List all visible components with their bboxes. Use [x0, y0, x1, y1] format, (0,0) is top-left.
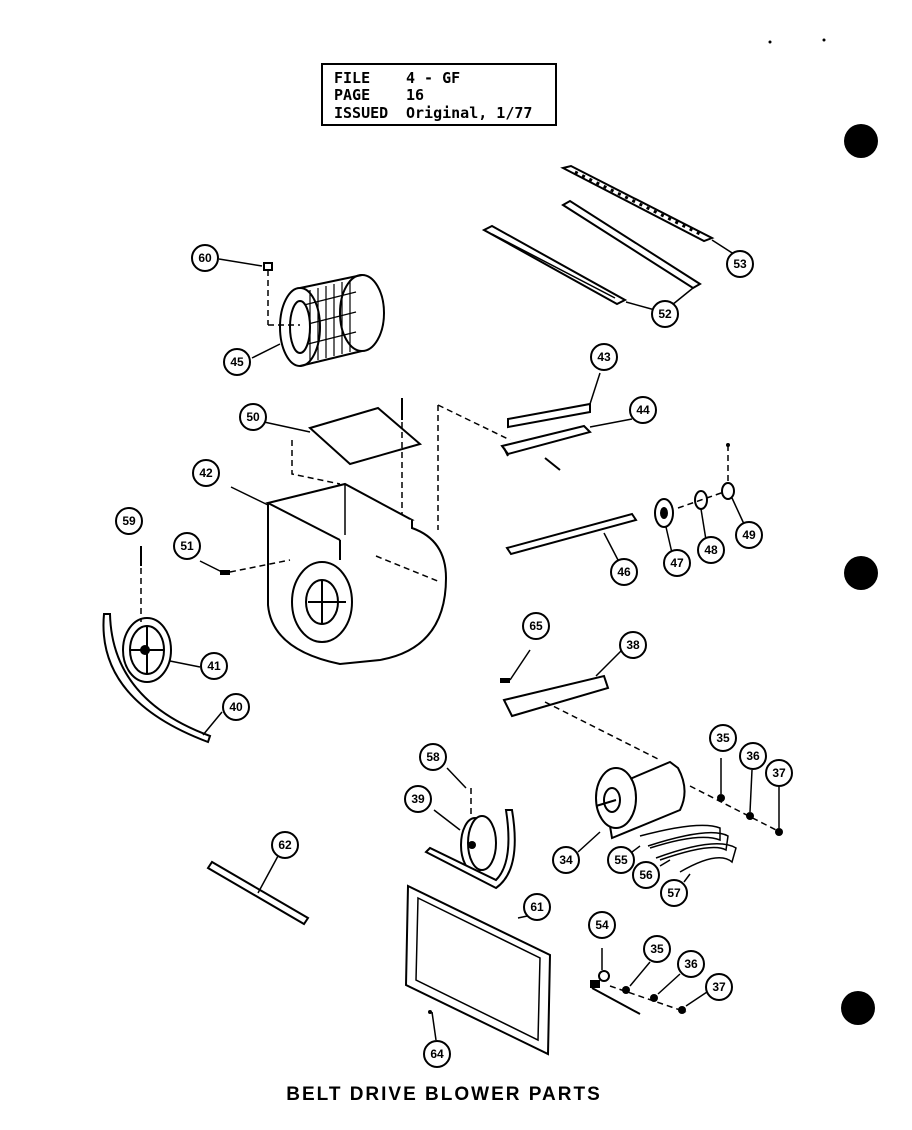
header-file-label: FILE [334, 69, 370, 87]
svg-text:59: 59 [122, 514, 136, 528]
callout-38: 38 [619, 631, 647, 659]
callout-45: 45 [223, 348, 251, 376]
svg-text:64: 64 [430, 1047, 444, 1061]
callout-64: 64 [423, 1040, 451, 1068]
part-52-channel [481, 199, 702, 311]
callout-34: 34 [552, 846, 580, 874]
callout-37b: 37 [705, 973, 733, 1001]
part-42-blower-housing [199, 405, 448, 666]
svg-text:36: 36 [684, 957, 698, 971]
callout-58: 58 [419, 743, 447, 771]
svg-text:37: 37 [712, 980, 726, 994]
callout-40: 40 [222, 693, 250, 721]
binder-hole-top [844, 124, 878, 158]
svg-text:55: 55 [614, 853, 628, 867]
callout-35a: 35 [709, 724, 737, 752]
callout-49: 49 [735, 521, 763, 549]
part-62-strip [206, 855, 310, 926]
svg-text:37: 37 [772, 766, 786, 780]
diagram-title: BELT DRIVE BLOWER PARTS [286, 1084, 602, 1105]
part-34-motor [577, 758, 783, 883]
part-40-belt [102, 613, 212, 744]
part-38-motor-bracket [500, 649, 661, 761]
callout-62: 62 [271, 831, 299, 859]
callout-36a: 36 [739, 742, 767, 770]
header-page-value: 16 [406, 86, 424, 104]
svg-text:58: 58 [426, 750, 440, 764]
svg-text:35: 35 [716, 731, 730, 745]
svg-text:35: 35 [650, 942, 664, 956]
svg-text:65: 65 [529, 619, 543, 633]
binder-hole-bottom [841, 991, 875, 1025]
callout-43: 43 [590, 343, 618, 371]
header-page-label: PAGE [334, 86, 370, 104]
callout-57: 57 [660, 879, 688, 907]
callout-46: 46 [610, 558, 638, 586]
callout-55: 55 [607, 846, 635, 874]
callout-layer: 60 45 53 52 43 44 50 42 49 59 51 47 48 4… [115, 244, 793, 1068]
svg-text:46: 46 [617, 565, 631, 579]
callout-65: 65 [522, 612, 550, 640]
svg-text:50: 50 [246, 410, 260, 424]
part-46-shaft [505, 443, 745, 561]
part-39-motor-pulley [424, 767, 516, 890]
svg-text:52: 52 [658, 307, 672, 321]
header-file-value: 4 - GF [406, 69, 460, 87]
binder-hole-middle [844, 556, 878, 590]
svg-text:56: 56 [639, 868, 653, 882]
svg-text:44: 44 [636, 403, 650, 417]
callout-47: 47 [663, 549, 691, 577]
svg-text:42: 42 [199, 466, 213, 480]
callout-61: 61 [523, 893, 551, 921]
callout-41: 41 [200, 652, 228, 680]
part-50-cover-plate [263, 398, 423, 530]
part-45-blower-wheel [251, 262, 385, 367]
header-box: FILE 4 - GF PAGE 16 ISSUED Original, 1/7… [321, 63, 557, 126]
callout-37a: 37 [765, 759, 793, 787]
callout-42: 42 [192, 459, 220, 487]
callout-52: 52 [651, 300, 679, 328]
part-41-pulley [122, 546, 201, 683]
svg-text:62: 62 [278, 838, 292, 852]
callout-54: 54 [588, 911, 616, 939]
svg-text:34: 34 [559, 853, 573, 867]
header-issued-label: ISSUED [334, 104, 388, 122]
callout-51: 51 [173, 532, 201, 560]
callout-39: 39 [404, 785, 432, 813]
callout-50: 50 [239, 403, 267, 431]
svg-text:61: 61 [530, 900, 544, 914]
svg-text:54: 54 [595, 918, 609, 932]
svg-text:43: 43 [597, 350, 611, 364]
svg-text:41: 41 [207, 659, 221, 673]
callout-35b: 35 [643, 935, 671, 963]
callout-60: 60 [191, 244, 219, 272]
svg-text:47: 47 [670, 556, 684, 570]
part-43-44-brackets [437, 372, 633, 471]
callout-59: 59 [115, 507, 143, 535]
svg-text:39: 39 [411, 792, 425, 806]
svg-text:48: 48 [704, 543, 718, 557]
callout-44: 44 [629, 396, 657, 424]
callout-56: 56 [632, 861, 660, 889]
svg-text:53: 53 [733, 257, 747, 271]
svg-text:57: 57 [667, 886, 681, 900]
header-issued-value: Original, 1/77 [406, 104, 532, 122]
svg-text:49: 49 [742, 528, 756, 542]
callout-53: 53 [726, 250, 754, 278]
callout-36b: 36 [677, 950, 705, 978]
part-53-rail [560, 164, 741, 259]
svg-text:51: 51 [180, 539, 194, 553]
part-54-hardware [590, 948, 711, 1015]
svg-text:60: 60 [198, 251, 212, 265]
svg-text:36: 36 [746, 749, 760, 763]
svg-text:45: 45 [230, 355, 244, 369]
callout-48: 48 [697, 536, 725, 564]
svg-text:40: 40 [229, 700, 243, 714]
svg-text:38: 38 [626, 638, 640, 652]
